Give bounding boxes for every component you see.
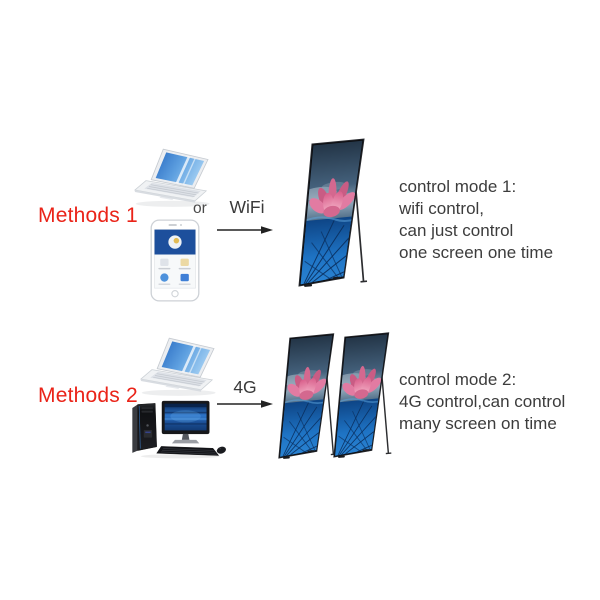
description-line: 4G control,can control (399, 392, 566, 411)
description-line: can just control (399, 221, 514, 240)
or-label: or (193, 200, 207, 217)
wifi-label: WiFi (229, 197, 265, 217)
methods-1-label: Methods 1 (38, 204, 138, 227)
control-mode-2-description: control mode 2: 4G control,can control m… (399, 369, 565, 435)
description-line: control mode 1: (399, 177, 517, 196)
description-line: many screen on time (399, 414, 557, 433)
arrow-right-icon (217, 222, 273, 240)
methods-2-label: Methods 2 (38, 384, 138, 407)
arrow-right-icon (217, 396, 273, 414)
description-line: wifi control, (399, 199, 485, 218)
laptop-icon (134, 147, 220, 209)
smartphone-icon (150, 219, 200, 302)
control-mode-1-description: control mode 1: wifi control, can just c… (399, 176, 553, 264)
desktop-computer-icon (127, 398, 229, 459)
description-line: one screen one time (399, 243, 554, 262)
4g-label: 4G (233, 377, 257, 397)
description-line: control mode 2: (399, 370, 517, 389)
led-poster-icon (291, 131, 369, 299)
led-poster-icon (327, 326, 393, 468)
laptop-icon (140, 336, 226, 398)
led-poster-icon (272, 327, 338, 469)
